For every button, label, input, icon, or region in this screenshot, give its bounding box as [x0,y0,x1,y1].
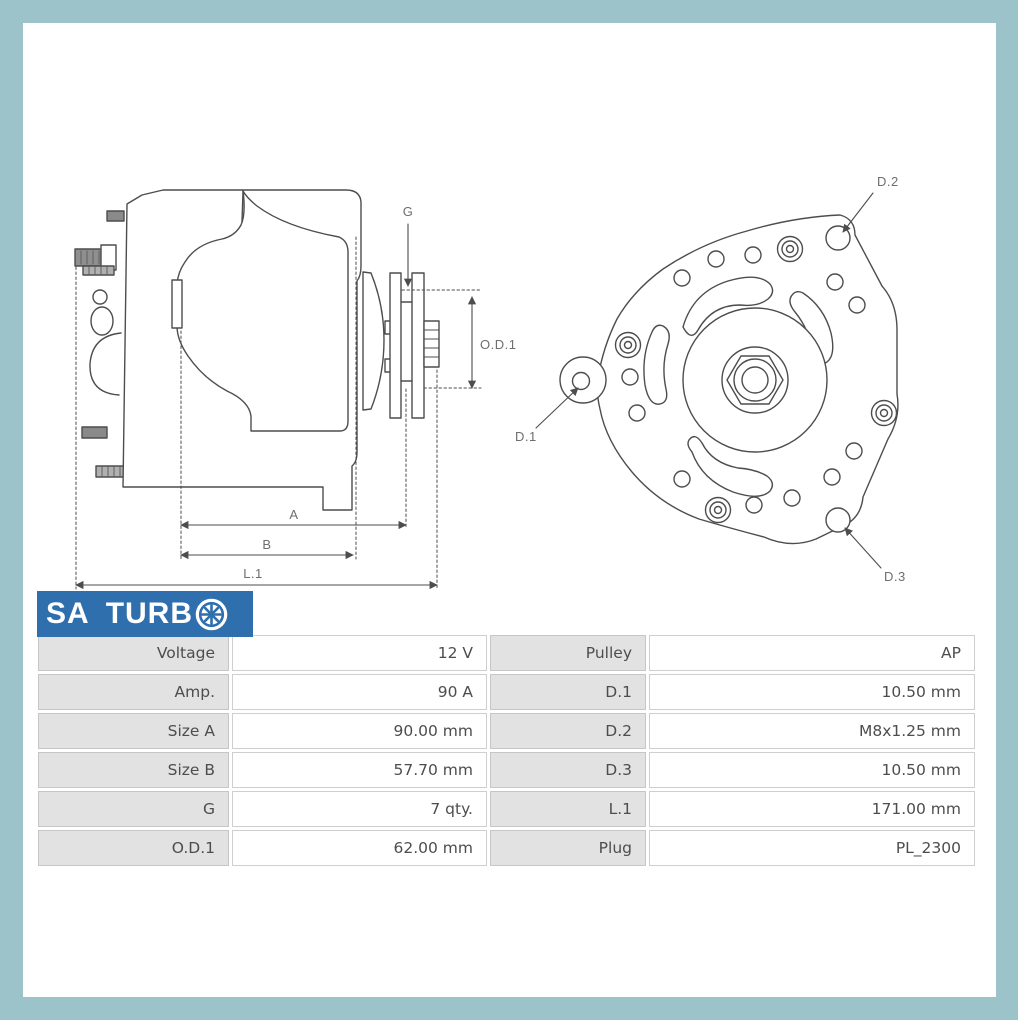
pulley-disc-rear [389,272,402,419]
spec-table: Voltage 12 V Pulley AP Amp. 90 A D.1 10.… [38,635,975,866]
spec-label-cell: Size A [38,713,229,749]
side-view-drawing [74,189,482,590]
mount-bracket [81,426,108,439]
dim-label-od1: O.D.1 [480,337,516,352]
spec-label-cell: Voltage [38,635,229,671]
spec-value-cell: 62.00 mm [232,830,487,866]
spec-label-cell: Size B [38,752,229,788]
logo-text-sa: SA [46,597,90,630]
dim-label-g: G [403,204,414,219]
spec-value-cell: AP [649,635,975,671]
spec-label-cell: Pulley [490,635,646,671]
ribbed-strip [82,265,115,276]
spec-value-cell: 90.00 mm [232,713,487,749]
stud-top [106,210,125,222]
dim-label-d1: D.1 [515,429,537,444]
b-plus-terminal [74,248,103,267]
d3-hole [825,507,851,533]
spec-label-cell: L.1 [490,791,646,827]
plug-detail [92,289,108,305]
spec-value-cell: 90 A [232,674,487,710]
spec-value-cell: 10.50 mm [649,674,975,710]
drive-end-bracket [362,271,385,411]
spec-value-cell: M8x1.25 mm [649,713,975,749]
spec-value-cell: 171.00 mm [649,791,975,827]
dimension-lines [75,223,477,590]
dim-label-l1: L.1 [243,566,263,581]
shaft-thread [423,320,440,368]
dim-label-b: B [262,537,271,552]
rotor-face [682,307,828,453]
spec-label-cell: G [38,791,229,827]
spec-value-cell: 10.50 mm [649,752,975,788]
spec-label-cell: O.D.1 [38,830,229,866]
shaft-nut [726,355,784,405]
logo-text-turb: TURB [105,597,194,630]
pulley-disc-front [411,272,425,419]
brand-logo: SA TURB [37,591,253,637]
spec-label-cell: Amp. [38,674,229,710]
dim-label-d3: D.3 [884,569,906,584]
turbo-fan-icon [195,598,228,630]
spec-label-cell: D.3 [490,752,646,788]
spec-label-cell: Plug [490,830,646,866]
spec-value-cell: PL_2300 [649,830,975,866]
front-view-drawing [535,192,899,569]
vent-slots [643,276,834,497]
spec-label-cell: D.2 [490,713,646,749]
spec-value-cell: 12 V [232,635,487,671]
vent-holes [621,246,866,514]
front-cover [176,190,349,432]
spec-label-cell: D.1 [490,674,646,710]
through-bolts [614,235,898,524]
d2-hole [825,225,851,251]
spec-value-cell: 7 qty. [232,791,487,827]
spec-value-cell: 57.70 mm [232,752,487,788]
leader-lines [535,192,882,569]
dim-label-d2: D.2 [877,174,899,189]
dim-label-a: A [289,507,298,522]
